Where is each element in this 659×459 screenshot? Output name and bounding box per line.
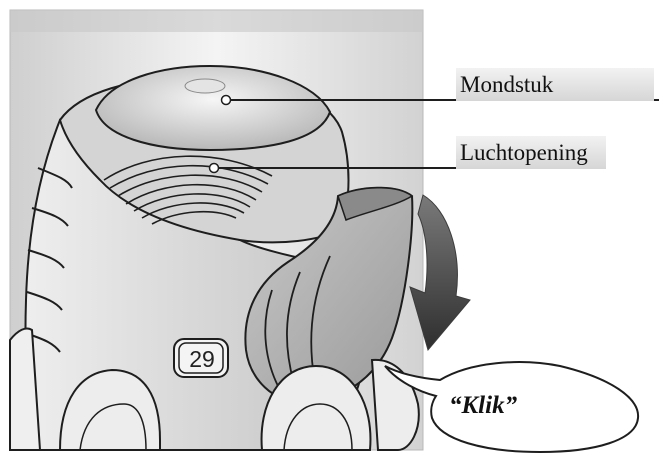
dose-counter-number: 29	[178, 342, 226, 376]
air-vent-label: Luchtopening	[456, 136, 606, 169]
click-sound-label: “Klik”	[449, 392, 517, 420]
mouthpiece-label: Mondstuk	[456, 68, 654, 101]
